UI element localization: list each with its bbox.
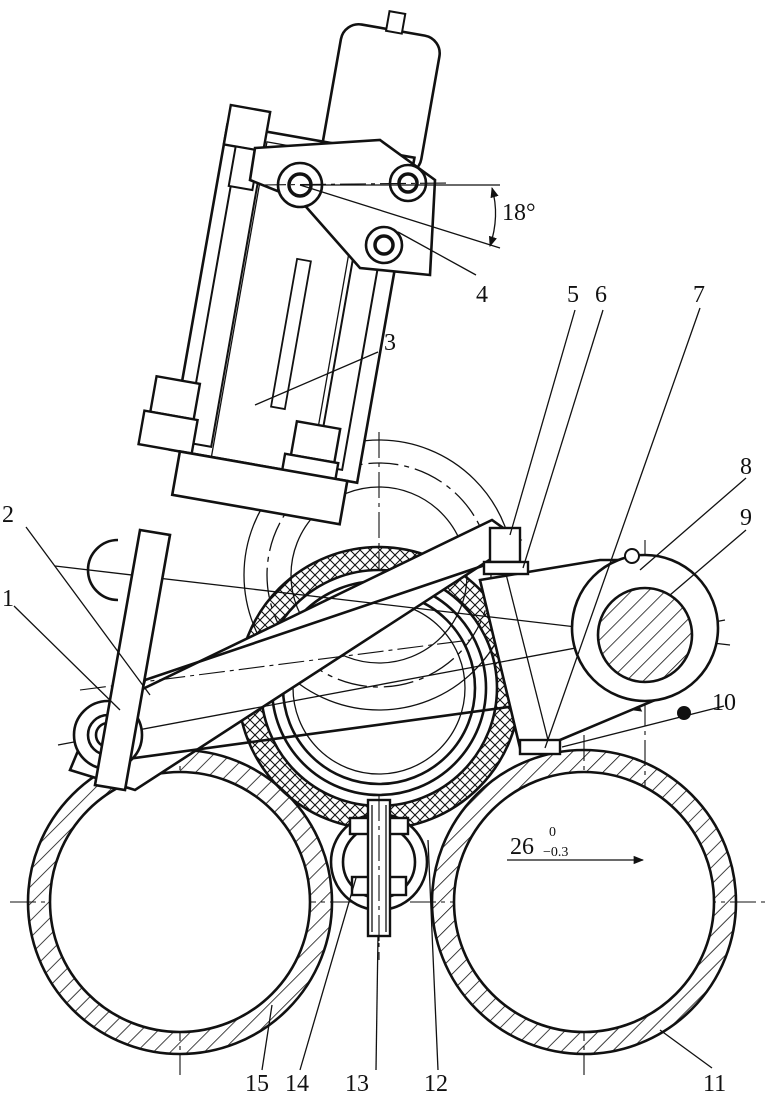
part-label-4: 4 — [476, 282, 488, 308]
top-bracket — [248, 138, 501, 277]
part-label-11: 11 — [703, 1071, 726, 1097]
dimension-26: 26 0 −0.3 — [507, 825, 645, 865]
dimension-lower-tolerance: −0.3 — [543, 845, 568, 860]
dimension-upper-tolerance: 0 — [549, 825, 556, 840]
part-label-12: 12 — [424, 1071, 448, 1097]
angle-label: 18° — [502, 200, 536, 226]
leader-lines — [13, 231, 747, 1071]
eccentric-roller — [570, 548, 720, 720]
part-label-5: 5 — [567, 282, 579, 308]
part-labels: 1 2 3 4 5 6 7 8 9 10 11 12 13 14 15 — [2, 282, 752, 1097]
right-tube — [430, 748, 738, 1056]
part-label-7: 7 — [693, 282, 705, 308]
dimension-value: 26 — [510, 834, 534, 860]
part-label-15: 15 — [245, 1071, 269, 1097]
part-label-6: 6 — [595, 282, 607, 308]
part-label-14: 14 — [285, 1071, 309, 1097]
clamp-screw — [329, 795, 429, 945]
part-label-1: 1 — [2, 586, 14, 612]
angle-annotation: 18° — [489, 186, 536, 247]
part-label-8: 8 — [740, 454, 752, 480]
left-tube — [26, 748, 334, 1056]
part-label-10: 10 — [712, 690, 736, 716]
part-label-2: 2 — [2, 502, 14, 528]
part-label-13: 13 — [345, 1071, 369, 1097]
adjusting-bolts — [482, 526, 562, 756]
part-label-9: 9 — [740, 505, 752, 531]
part-label-3: 3 — [384, 330, 396, 356]
